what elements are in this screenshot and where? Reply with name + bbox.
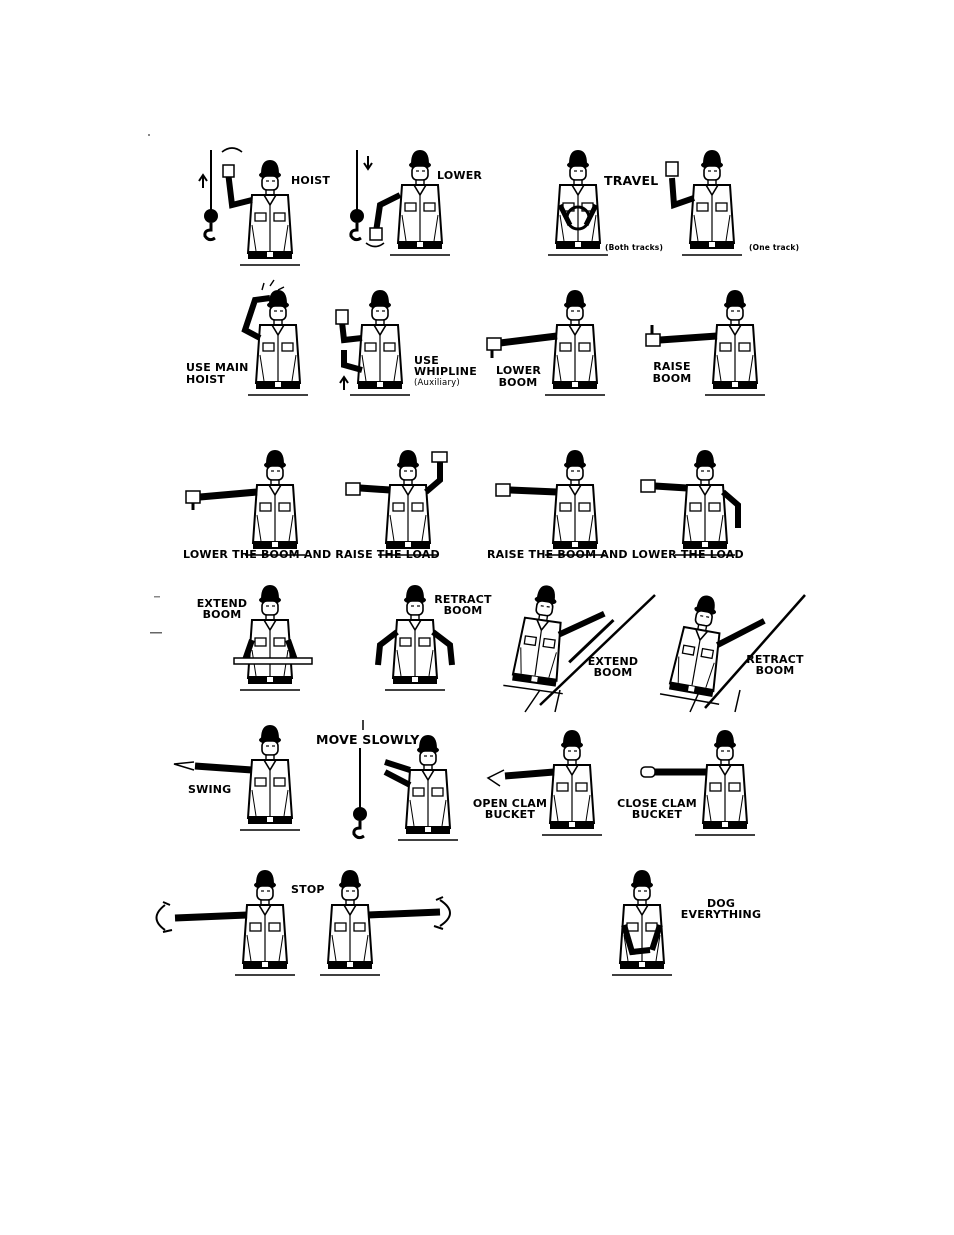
lower-boom-label-line1: LOWER [496,364,542,377]
open-clam-bucket-label-line1: OPEN CLAM [472,797,548,810]
one-track-label: (One track) [749,243,800,252]
use-main-hoist-figure [241,279,309,396]
swing-figure [173,724,301,831]
hoist-label: HOIST [291,174,331,187]
extend-boom-figure-2 [502,580,615,695]
lower-boom-raise-load-label: LOWER THE BOOM AND RAISE THE LOAD [183,548,440,561]
retract-boom-figure-2 [659,589,766,706]
raise-boom-lower-load-label: RAISE THE BOOM AND LOWER THE LOAD [487,548,744,561]
travel-both-tracks-figure [547,149,609,256]
use-main-hoist-label-line1: USE MAIN [186,361,249,374]
hoist-figure [198,147,301,266]
use-whipline-figure [335,289,411,396]
close-clam-bucket-label-line1: CLOSE CLAM [617,797,697,810]
lower-boom-raise-load-figure-1 [185,449,306,556]
both-tracks-label: (Both tracks) [605,243,664,252]
stop-figure-2 [319,869,451,976]
open-clam-bucket-label-line2: BUCKET [484,808,536,821]
stop-figure-1 [155,869,296,976]
close-clam-bucket-label-line2: BUCKET [631,808,683,821]
open-clam-bucket-figure [486,729,603,836]
stop-label: STOP [291,883,325,896]
extend-boom-rod-1 [524,594,656,713]
travel-one-track-figure [665,149,743,256]
use-whipline-label-line1: USE [414,354,439,367]
lower-boom-label-line2: BOOM [498,376,538,389]
retract-boom-figure-1 [375,584,455,691]
travel-label: TRAVEL [604,173,659,188]
use-whipline-label-line2: WHIPLINE [414,365,477,378]
retract-boom-1-label-line2: BOOM [443,604,483,617]
raise-boom-lower-load-figure-2 [640,449,741,556]
use-main-hoist-label-line2: HOIST [186,373,226,386]
move-slowly-label: MOVE SLOWLY [316,732,420,747]
auxiliary-label: (Auxiliary) [414,378,460,388]
retract-boom-2-label-line2: BOOM [755,664,795,677]
retract-boom-rod-2 [689,594,806,713]
extend-boom-1-label-line1: EXTEND [196,597,248,610]
move-slowly-figure [351,720,459,841]
lower-boom-raise-load-figure-2 [345,449,448,556]
raise-boom-label-line2: BOOM [652,372,692,385]
extend-boom-figure-1 [233,584,313,691]
retract-boom-2-label-line1: RETRACT [746,653,804,666]
retract-boom-1-label-line1: RETRACT [434,593,492,606]
swing-label: SWING [188,783,232,796]
extend-boom-2-label-line2: BOOM [593,666,633,679]
extend-boom-2-label-line1: EXTEND [587,655,639,668]
lower-figure [348,148,451,256]
raise-boom-label-line1: RAISE [653,360,691,373]
lower-boom-figure [486,289,606,396]
raise-boom-figure [645,289,766,396]
extend-boom-1-label-line2: BOOM [202,608,242,621]
dog-everything-figure [611,869,673,976]
raise-boom-lower-load-figure-1 [495,449,606,556]
dog-everything-label-line1: DOG [706,897,736,910]
dog-everything-label-line2: EVERYTHING [680,908,762,921]
lower-label: LOWER [437,169,483,182]
close-clam-bucket-figure [640,729,756,836]
